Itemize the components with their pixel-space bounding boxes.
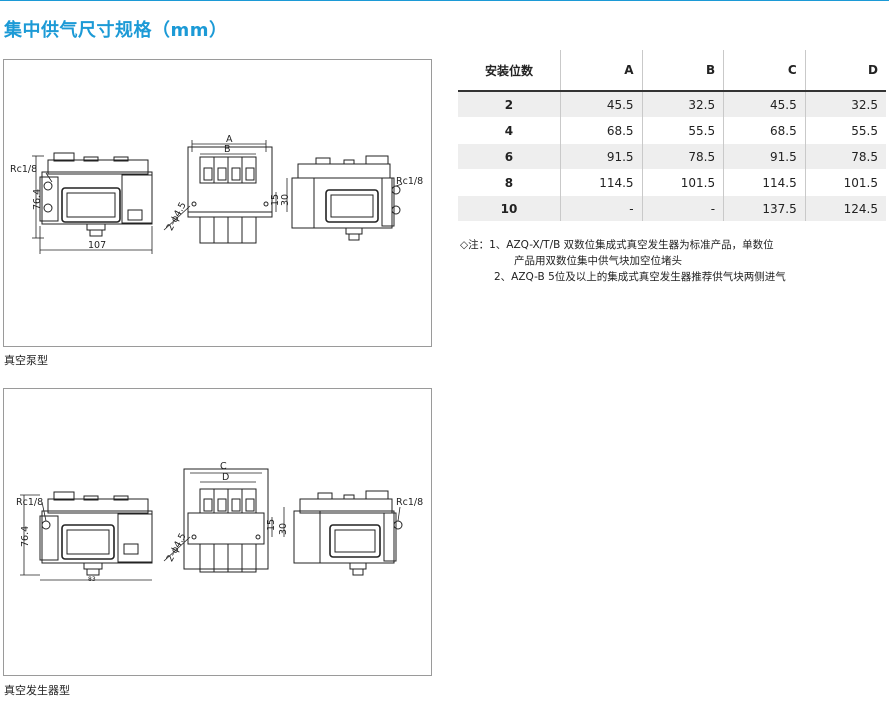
table-row: 4 68.5 55.5 68.5 55.5 (458, 117, 886, 144)
drawing2-dim-c-label: C (220, 461, 227, 472)
table-cell: 55.5 (804, 117, 886, 144)
table-cell: 55.5 (641, 117, 724, 144)
note-line-1: ◇注：1、AZQ-X/T/B 双数位集成式真空发生器为标准产品，单数位 (460, 239, 774, 251)
table-cell: 68.5 (723, 117, 806, 144)
drawing1-dim-a-label: A (226, 134, 233, 145)
drawing2-hole-label: 2-ϕ4.5 (165, 531, 189, 563)
table-cell: 32.5 (804, 91, 886, 118)
drawing1-dim-b-label: B (224, 144, 231, 155)
table-cell: 114.5 (559, 169, 643, 196)
drawing1-dim-15-label: 15 (270, 194, 281, 206)
table-cell: 78.5 (804, 143, 886, 170)
table-header-a: A (559, 50, 643, 91)
drawing2-caption: 真空发生器型 (4, 684, 70, 697)
drawing1-port-right-label: Rc1/8 (396, 176, 423, 187)
drawing2-port-right-label: Rc1/8 (396, 497, 423, 508)
table-cell: 8 (458, 169, 561, 196)
drawing2-port-left-label: Rc1/8 (16, 497, 43, 508)
notes: ◇注：1、AZQ-X/T/B 双数位集成式真空发生器为标准产品，单数位 产品用双… (460, 237, 786, 285)
table-cell: 124.5 (804, 195, 886, 221)
table-row: 2 45.5 32.5 45.5 32.5 (458, 91, 886, 118)
table-cell: 6 (458, 143, 561, 170)
table-cell: 32.5 (641, 91, 724, 118)
table-header-b: B (641, 50, 724, 91)
table-header-d: D (804, 50, 886, 91)
table-row: 10 - - 137.5 124.5 (458, 195, 886, 221)
table-header-c: C (723, 50, 806, 91)
middle-view-body-2 (183, 468, 269, 570)
drawing1-port-left-label: Rc1/8 (10, 164, 37, 175)
table-cell: 10 (458, 195, 561, 221)
table-cell: 101.5 (641, 169, 724, 196)
drawing-vacuum-generator: Rc1/8 Rc1/8 76.4 83 C D 2-ϕ4.5 15 30 (3, 388, 432, 676)
drawing-vacuum-pump-svg: Rc1/8 Rc1/8 76.4 107 A B 2-ϕ4.5 15 30 (10, 134, 423, 254)
drawing2-dim-15-label: 15 (266, 519, 277, 531)
drawing1-dim-30-label: 30 (280, 194, 291, 206)
drawing1-height-label: 76.4 (32, 189, 43, 210)
drawing1-caption: 真空泵型 (4, 354, 48, 367)
table-cell: 114.5 (723, 169, 806, 196)
drawing-vacuum-pump: Rc1/8 Rc1/8 76.4 107 A B 2-ϕ4.5 15 30 (3, 59, 432, 347)
table-cell: 78.5 (641, 143, 724, 170)
table-row: 6 91.5 78.5 91.5 78.5 (458, 143, 886, 170)
table-cell: 137.5 (723, 195, 806, 221)
spec-table: 安装位数 A B C D 2 45.5 32.5 45.5 32.5 4 68.… (458, 50, 886, 221)
table-cell: 45.5 (723, 91, 806, 118)
page-title: 集中供气尺寸规格（mm） (4, 20, 228, 41)
drawing2-dim-30-label: 30 (278, 523, 289, 535)
table-cell: 68.5 (559, 117, 643, 144)
table-cell: - (641, 195, 724, 221)
table-header-row: 安装位数 A B C D (458, 50, 886, 91)
table-cell: 101.5 (804, 169, 886, 196)
table-row: 8 114.5 101.5 114.5 101.5 (458, 169, 886, 196)
table-cell: 91.5 (723, 143, 806, 170)
table-cell: 2 (458, 91, 561, 118)
drawing1-width-label: 107 (88, 240, 106, 251)
top-rule (0, 0, 889, 1)
note-line-3: 2、AZQ-B 5位及以上的集成式真空发生器推荐供气块两侧进气 (494, 271, 786, 283)
drawing-vacuum-generator-svg: Rc1/8 Rc1/8 76.4 83 C D 2-ϕ4.5 15 30 (16, 461, 423, 583)
drawing2-height-label: 76.4 (20, 526, 31, 547)
table-cell: - (559, 195, 643, 221)
note-line-2: 产品用双数位集中供气块加空位堵头 (514, 255, 682, 267)
table-cell: 45.5 (559, 91, 643, 118)
drawing2-dim-d-label: D (222, 472, 229, 483)
table-header-positions: 安装位数 (484, 63, 533, 78)
drawing2-width-label: 83 (88, 576, 96, 583)
table-cell: 4 (458, 117, 561, 144)
table-cell: 91.5 (559, 143, 643, 170)
drawing1-hole-label: 2-ϕ4.5 (165, 200, 189, 232)
